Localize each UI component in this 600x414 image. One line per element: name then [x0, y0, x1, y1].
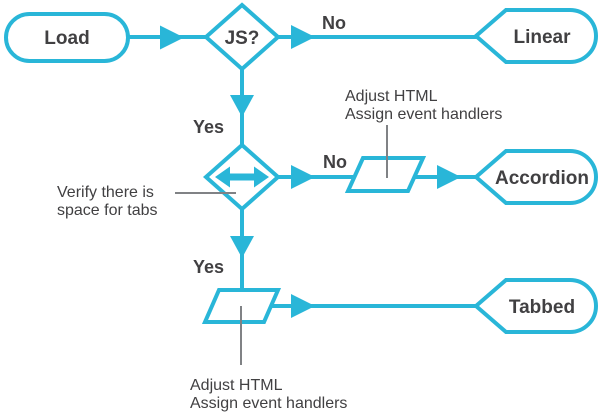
adjust-top-note-line1: Adjust HTML [345, 88, 438, 105]
arrowhead-right-icon [291, 25, 315, 49]
node-js-decision [202, 2, 282, 72]
node-adjust-html-parallelogram-top [344, 156, 427, 193]
node-tabbed-result [472, 278, 598, 334]
nodes [4, 2, 598, 334]
arrowhead-right-icon [291, 294, 315, 318]
horizontal-double-arrow-icon [215, 166, 269, 188]
node-accordion-result [472, 149, 598, 205]
accordion-label: Accordion [495, 168, 589, 189]
node-linear-result [472, 8, 598, 64]
arrowhead-right-icon [291, 165, 315, 189]
space-yes-label: Yes [193, 257, 224, 277]
js-no-label: No [322, 13, 346, 33]
space-no-label: No [323, 152, 347, 172]
arrowheads [160, 25, 461, 318]
arrowhead-right-icon [437, 165, 461, 189]
arrowhead-right-icon [160, 25, 184, 50]
linear-label: Linear [513, 27, 571, 48]
adjust-bottom-note-line1: Adjust HTML [190, 377, 283, 394]
js-label: JS? [225, 28, 260, 49]
tabbed-label: Tabbed [509, 297, 575, 318]
load-label: Load [44, 28, 89, 49]
js-yes-label: Yes [193, 117, 224, 137]
arrowhead-down-icon [230, 236, 254, 258]
adjust-top-note-line2: Assign event handlers [345, 106, 502, 123]
annotation-leaders [175, 125, 388, 365]
verify-note-line2: space for tabs [57, 202, 158, 219]
adjust-bottom-note-line2: Assign event handlers [190, 395, 347, 412]
arrowhead-down-icon [230, 95, 254, 117]
node-load-terminator [4, 12, 130, 63]
verify-note-line1: Verify there is [57, 184, 154, 201]
